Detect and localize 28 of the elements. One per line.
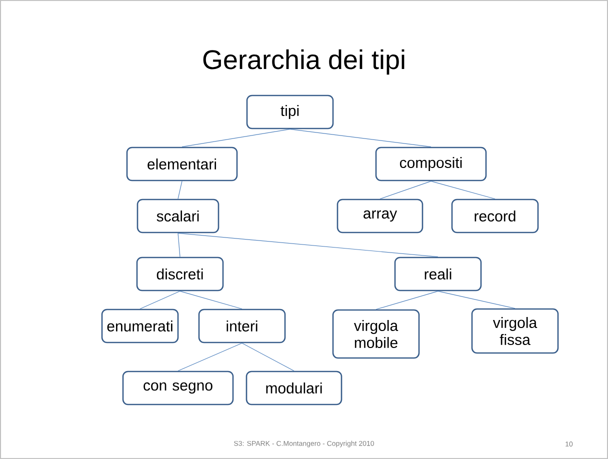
type-box: compositi: [375, 146, 487, 182]
type-box: reali: [394, 256, 482, 292]
connector-line: [140, 290, 180, 310]
type-box: modulari: [246, 370, 342, 406]
connector-line: [380, 180, 432, 200]
connector-line: [178, 232, 438, 258]
type-box: con segno: [122, 370, 234, 406]
type-box: discreti: [136, 256, 224, 292]
connector-line: [438, 290, 516, 309]
connector-line: [242, 342, 294, 372]
type-box: elementari: [126, 146, 238, 182]
connector-line: [430, 180, 496, 200]
connector-line: [178, 232, 180, 258]
connector-line: [182, 128, 290, 148]
connector-line: [180, 290, 242, 310]
type-box: array: [336, 198, 424, 234]
title: Gerarchia dei tipi: [203, 49, 404, 75]
type-box: tipi: [246, 94, 334, 130]
type-box: enumerati: [101, 308, 179, 344]
type-box: interi: [198, 308, 286, 344]
connector-line: [290, 128, 432, 148]
connector-line: [178, 342, 242, 372]
type-box: virgola fissa: [471, 308, 559, 354]
type-box: virgola mobile: [332, 309, 420, 359]
connector-line: [178, 180, 182, 200]
connector-line: [376, 290, 438, 310]
type-box: scalari: [136, 198, 220, 234]
type-box: record: [451, 198, 539, 234]
